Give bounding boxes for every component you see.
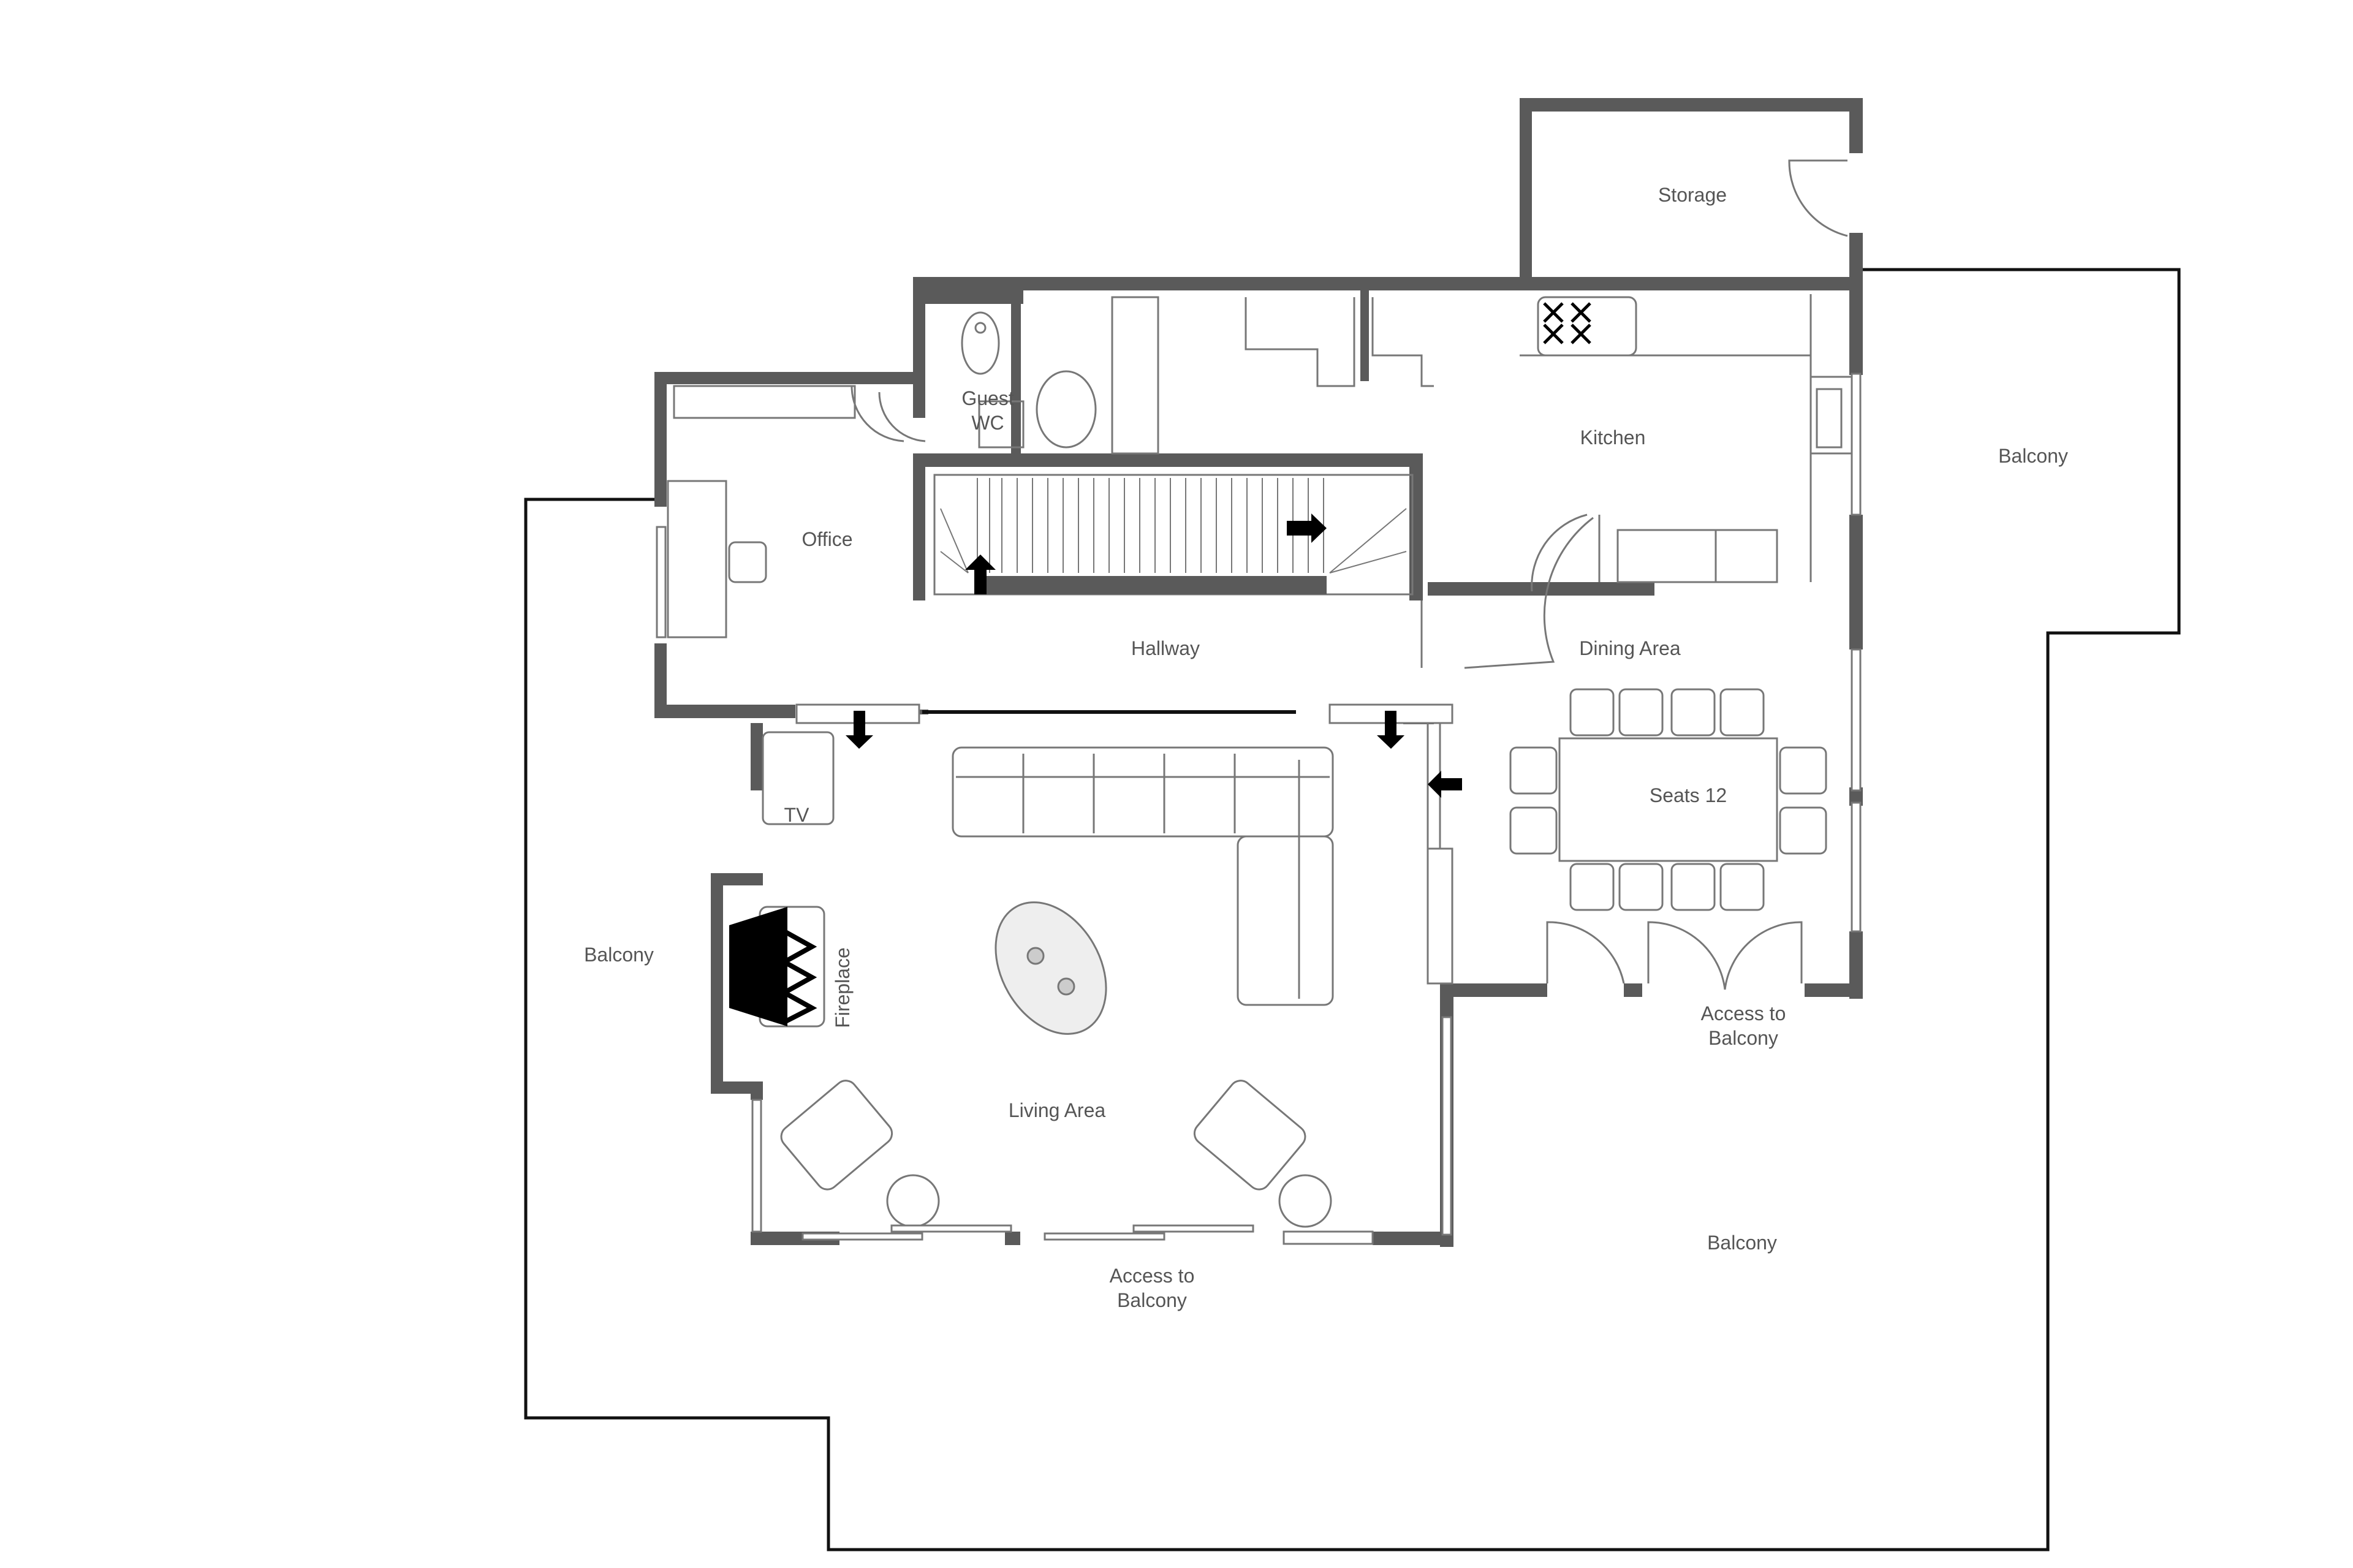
side-table-right bbox=[1278, 1174, 1332, 1228]
dining-table-label: Seats 12 bbox=[1649, 784, 1727, 806]
windows bbox=[656, 373, 1862, 1245]
guest-wc-fixtures bbox=[878, 311, 1097, 449]
living-furniture bbox=[762, 722, 1453, 1228]
interior-walls bbox=[812, 277, 1654, 724]
room-label-hallway: Hallway bbox=[1131, 637, 1200, 659]
coffee-table bbox=[995, 901, 1107, 1035]
room-label-balcony-right: Balcony bbox=[1998, 445, 2068, 467]
room-label-balcony-left: Balcony bbox=[584, 944, 654, 966]
arrow-down-icon bbox=[1377, 711, 1404, 749]
tv-label: TV bbox=[784, 804, 809, 826]
dining-set bbox=[1509, 688, 1827, 911]
balcony-double-door[interactable] bbox=[1647, 921, 1803, 990]
room-label-dining-area: Dining Area bbox=[1579, 637, 1681, 659]
balcony-door-left[interactable] bbox=[1546, 921, 1625, 984]
exterior-walls bbox=[654, 277, 1863, 1247]
access-balcony-living-label: Access to Balcony bbox=[1109, 1265, 1195, 1311]
room-label-balcony-bottom: Balcony bbox=[1707, 1232, 1777, 1254]
room-label-guest-wc: Guest WC bbox=[961, 387, 1014, 434]
office-furniture bbox=[667, 385, 904, 638]
dining-table bbox=[1558, 737, 1778, 862]
room-label-storage: Storage bbox=[1658, 184, 1727, 206]
staircase bbox=[933, 474, 1414, 596]
arrow-left-icon bbox=[1428, 771, 1462, 798]
fireplace-icon bbox=[729, 906, 825, 1028]
armchair-right bbox=[1193, 1080, 1306, 1191]
stair-arrow-right-icon bbox=[1287, 513, 1327, 543]
balcony-outline bbox=[524, 268, 2181, 1551]
tv-cabinet bbox=[762, 731, 835, 825]
storage-walls bbox=[1520, 98, 1863, 288]
sectional-sofa-back bbox=[952, 746, 1334, 838]
room-label-living-area: Living Area bbox=[1008, 1099, 1106, 1121]
kitchen-fixtures bbox=[1245, 294, 1855, 592]
armchair-left bbox=[780, 1080, 893, 1191]
stair-arrow-up-icon bbox=[965, 555, 996, 594]
fireplace-label: Fireplace bbox=[832, 947, 854, 1028]
sideboard bbox=[1427, 847, 1453, 985]
side-table-left bbox=[886, 1174, 940, 1228]
sectional-sofa-side bbox=[1237, 835, 1334, 1006]
room-label-kitchen: Kitchen bbox=[1580, 426, 1646, 449]
access-balcony-dining-label: Access to Balcony bbox=[1700, 1002, 1786, 1049]
office-chair-icon bbox=[728, 541, 767, 583]
dining-door[interactable] bbox=[1464, 517, 1594, 669]
arrow-down-icon bbox=[846, 711, 873, 749]
closet bbox=[1111, 296, 1159, 455]
desk bbox=[667, 480, 727, 638]
room-label-office: Office bbox=[801, 528, 853, 550]
